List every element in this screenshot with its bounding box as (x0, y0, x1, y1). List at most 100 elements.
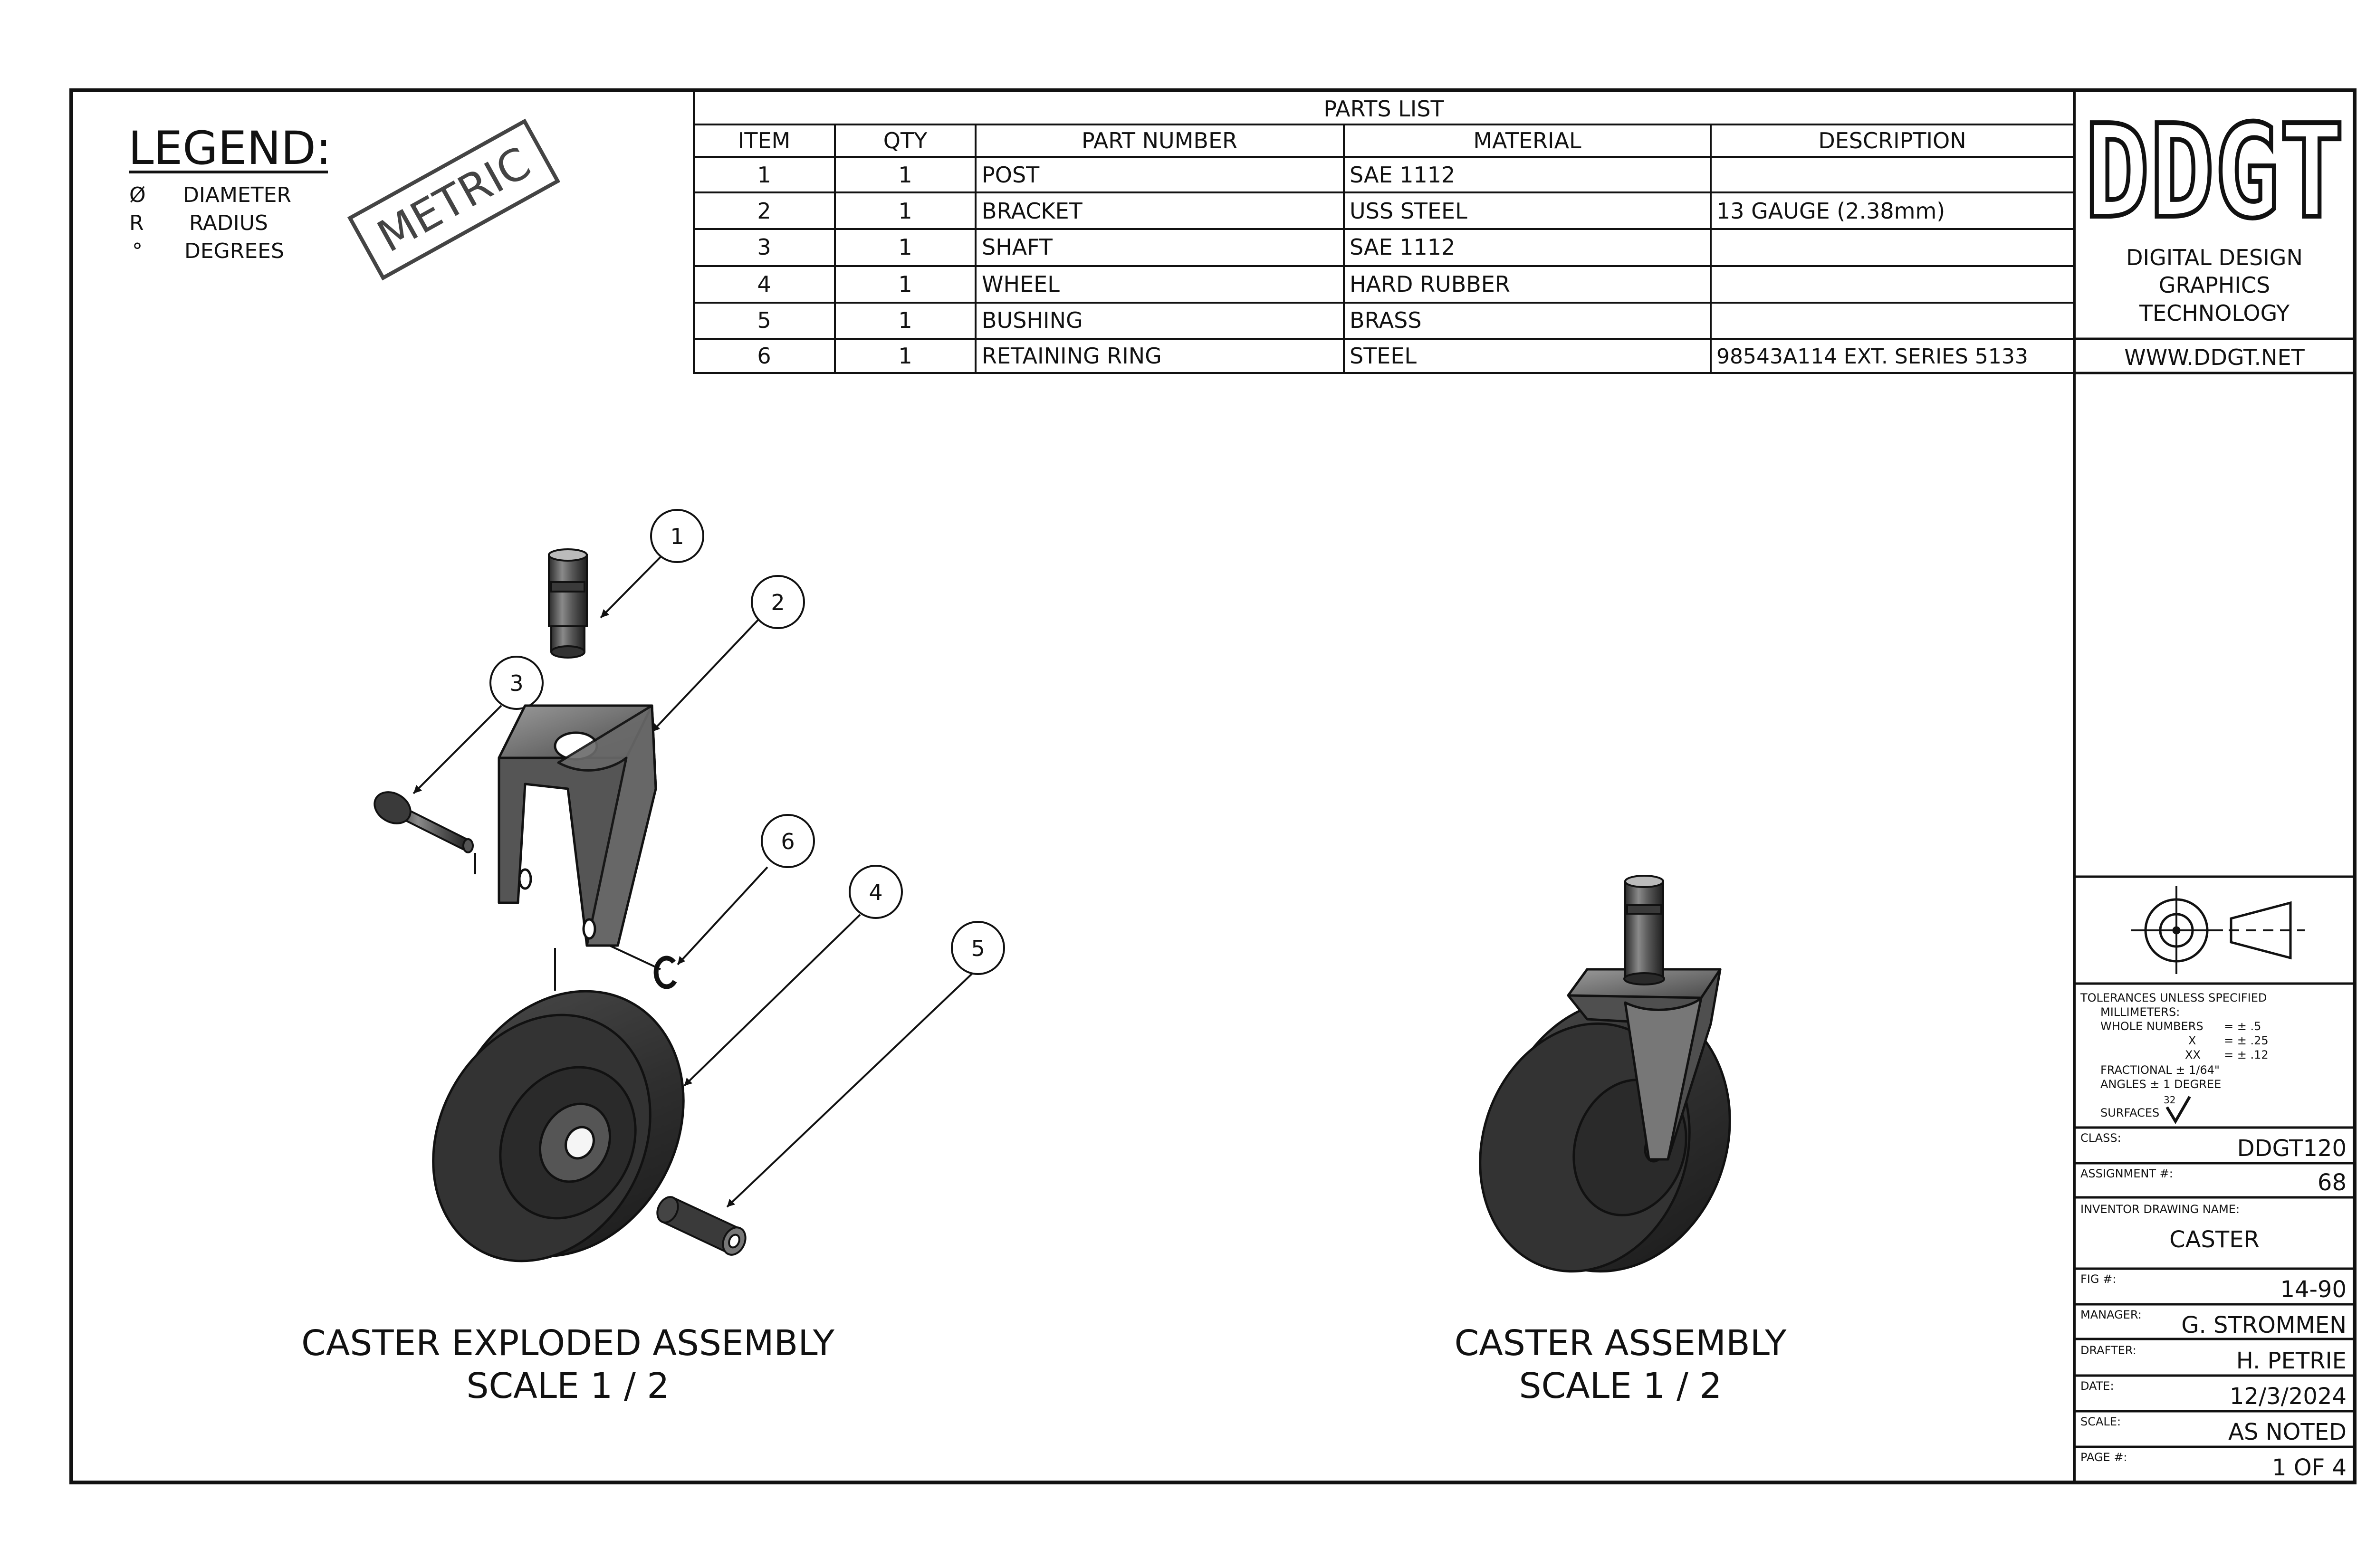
parts-list-cell: STEEL (1350, 343, 1417, 369)
tolerances-units: MILLIMETERS: (2100, 1005, 2180, 1019)
balloon-6-number: 6 (781, 829, 795, 854)
bushing-part (656, 1196, 747, 1256)
shaft-part (374, 791, 474, 853)
parts-list-cell: 4 (757, 271, 771, 297)
website-link[interactable]: WWW.DDGT.NET (2124, 344, 2305, 370)
parts-list-cell: RETAINING RING (982, 343, 1162, 369)
tolerances-block: TOLERANCES UNLESS SPECIFIED MILLIMETERS:… (2080, 991, 2269, 1124)
fig-value: 14-90 (2280, 1276, 2347, 1303)
leader-lines (412, 550, 975, 1208)
legend-symbol-radius: R (129, 211, 144, 235)
balloon-2: 2 (751, 575, 805, 629)
parts-list-header: PART NUMBER (1082, 128, 1237, 153)
parts-list-cell: 1 (757, 162, 771, 188)
balloon-3-number: 3 (509, 670, 523, 696)
post-part (548, 548, 588, 659)
parts-list-cell: BRACKET (982, 198, 1083, 224)
tolerances-whole-label: WHOLE NUMBERS (2100, 1020, 2204, 1033)
surface-finish-value: 32 (2164, 1094, 2175, 1106)
parts-list-header: QTY (883, 128, 928, 153)
drafter-label: DRAFTER: (2080, 1344, 2136, 1357)
metric-stamp: METRIC (347, 118, 561, 281)
scale-label: SCALE: (2080, 1415, 2121, 1428)
balloon-6: 6 (761, 814, 815, 868)
bracket-part (498, 704, 657, 947)
tolerances-heading: TOLERANCES UNLESS SPECIFIED (2080, 991, 2267, 1004)
parts-list-cell: WHEEL (982, 271, 1060, 297)
parts-list-cell: 2 (757, 198, 771, 224)
metric-stamp-text: METRIC (369, 137, 539, 262)
manager-label: MANAGER: (2080, 1308, 2142, 1321)
surface-finish-check-icon (2165, 1096, 2191, 1124)
legend-symbol-diameter: Ø (129, 183, 146, 207)
company-line-2: GRAPHICS (2159, 272, 2270, 298)
tolerances-xx-value: = ± .12 (2224, 1048, 2269, 1061)
parts-list-cell: 6 (757, 343, 771, 369)
balloon-4: 4 (849, 865, 903, 919)
third-angle-projection-icon (2131, 886, 2305, 974)
class-value: DDGT120 (2237, 1135, 2347, 1162)
parts-list-cell: HARD RUBBER (1350, 271, 1510, 297)
parts-list-cell: SAE 1112 (1350, 234, 1455, 260)
legend-label-diameter: DIAMETER (183, 183, 291, 207)
legend-title: LEGEND: (128, 122, 331, 175)
sheet-border (69, 88, 2357, 1484)
assignment-label: ASSIGNMENT #: (2080, 1167, 2173, 1180)
parts-list-cell: 1 (898, 307, 912, 333)
legend-label-degrees: DEGREES (184, 239, 284, 263)
tolerances-xx-label: XX (2185, 1048, 2201, 1061)
assembled-bracket (1567, 968, 1722, 1161)
page-value: 1 OF 4 (2272, 1454, 2347, 1481)
parts-list-cell: 1 (898, 234, 912, 260)
parts-list-header: ITEM (738, 128, 790, 153)
exploded-view-title: CASTER EXPLODED ASSEMBLY (301, 1323, 835, 1364)
assembly-view: CASTER ASSEMBLY SCALE 1 / 2 (1455, 875, 1787, 1406)
manager-value: G. STROMMEN (2181, 1312, 2347, 1339)
balloon-1-number: 1 (670, 524, 684, 549)
legend-label-radius: RADIUS (189, 211, 268, 235)
wheel-part (432, 990, 685, 1262)
parts-list-cell: 5 (757, 307, 771, 333)
exploded-view: 1 2 3 6 4 5 (301, 509, 1005, 1406)
tolerances-fractional: FRACTIONAL ± 1/64" (2100, 1063, 2220, 1077)
parts-list-cell: 3 (757, 234, 771, 260)
ddgt-logo: DDGT (2082, 95, 2346, 249)
parts-list-title: PARTS LIST (1323, 96, 1444, 122)
tolerances-x-value: = ± .25 (2224, 1034, 2269, 1047)
tolerances-x-label: X (2188, 1034, 2196, 1047)
parts-list-cell: BUSHING (982, 307, 1083, 333)
surfaces-label: SURFACES (2100, 1106, 2159, 1119)
fig-label: FIG #: (2080, 1272, 2116, 1286)
company-line-3: TECHNOLOGY (2139, 300, 2290, 326)
balloon-5: 5 (951, 921, 1005, 975)
company-name: DIGITAL DESIGN GRAPHICS TECHNOLOGY (2126, 245, 2303, 326)
company-line-1: DIGITAL DESIGN (2126, 245, 2303, 270)
parts-list-cell: SHAFT (982, 234, 1053, 260)
legend-symbol-degrees: ° (132, 239, 143, 263)
parts-list-cell: 1 (898, 271, 912, 297)
retaining-ring-part (653, 956, 677, 989)
parts-list-table (693, 90, 2075, 374)
parts-list-header: DESCRIPTION (1818, 128, 1966, 153)
parts-list-cell: 13 GAUGE (2.38mm) (1716, 198, 1945, 224)
assembly-view-scale: SCALE 1 / 2 (1519, 1366, 1722, 1406)
parts-list-text: PARTS LIST ITEM QTY PART NUMBER MATERIAL… (738, 96, 2028, 369)
exploded-view-scale: SCALE 1 / 2 (467, 1366, 670, 1406)
parts-list-header: MATERIAL (1473, 128, 1581, 153)
parts-list-cell: 1 (898, 198, 912, 224)
assignment-value: 68 (2318, 1169, 2347, 1196)
drafter-value: H. PETRIE (2236, 1348, 2347, 1374)
parts-list-cell: USS STEEL (1350, 198, 1467, 224)
assembly-view-title: CASTER ASSEMBLY (1455, 1323, 1787, 1364)
drawing-name-label: INVENTOR DRAWING NAME: (2080, 1203, 2240, 1216)
tolerances-angles: ANGLES ± 1 DEGREE (2100, 1078, 2221, 1091)
balloon-3: 3 (489, 656, 544, 710)
balloon-1: 1 (650, 509, 704, 563)
parts-list-cell: BRASS (1350, 307, 1422, 333)
balloon-4-number: 4 (869, 880, 882, 905)
leader-arrowheads (413, 609, 735, 1207)
date-label: DATE: (2080, 1379, 2114, 1393)
assembled-post (1623, 875, 1665, 985)
drawing-name-value: CASTER (2169, 1226, 2260, 1253)
legend: LEGEND: Ø DIAMETER R RADIUS ° DEGREES ME… (128, 118, 561, 281)
